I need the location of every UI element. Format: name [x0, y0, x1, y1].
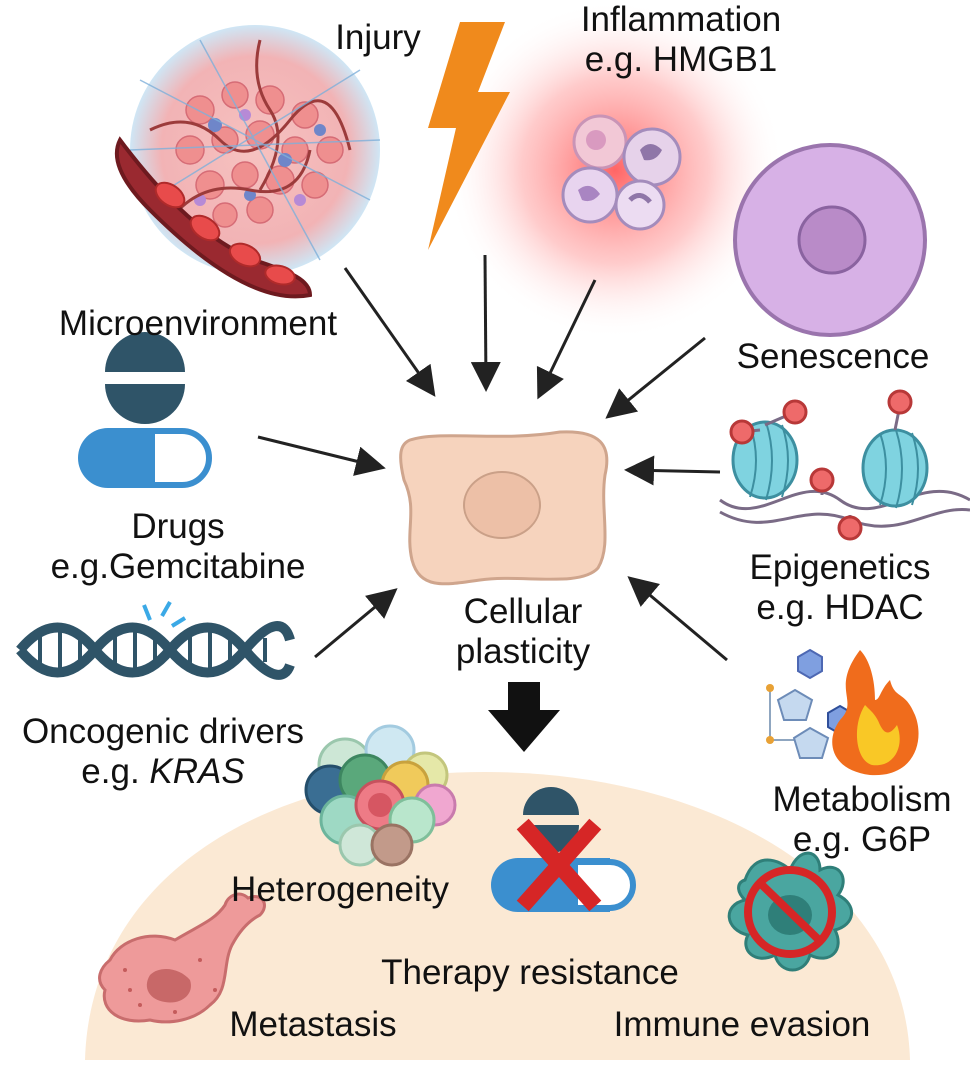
- injury-label: Injury: [335, 18, 421, 57]
- senescence-label: Senescence: [736, 337, 930, 376]
- epigenetics-label: Epigenetics e.g. HDAC: [750, 548, 931, 628]
- epigenetics-icon: [719, 389, 970, 541]
- arrow-microenvironment: [343, 267, 436, 397]
- arrow-oncogenic: [314, 588, 398, 659]
- oncogenic-prefix: e.g.: [81, 752, 150, 791]
- arrow-drugs: [257, 435, 386, 476]
- drugs-label-line1: Drugs: [131, 507, 225, 546]
- oncogenic-gene: KRAS: [149, 752, 245, 791]
- metabolism-label: Metabolism e.g. G6P: [773, 780, 952, 860]
- pill-icon: [78, 332, 212, 488]
- inflammation-glow: [445, 0, 785, 340]
- heterogeneity-cluster-icon: [304, 724, 457, 867]
- oncogenic-label-line2: e.g. KRAS: [22, 752, 304, 792]
- epigenetics-label-line1: Epigenetics: [749, 548, 931, 587]
- drugs-label: Drugs e.g.Gemcitabine: [51, 507, 306, 587]
- lightning-bolt-icon: [428, 22, 510, 250]
- heterogeneity-label: Heterogeneity: [231, 870, 449, 909]
- outcome-background: [85, 772, 910, 1060]
- cellular-plasticity-label: Cellular plasticity: [456, 592, 590, 672]
- epigenetics-label-line2: e.g. HDAC: [756, 588, 924, 627]
- therapy-resistance-label: Therapy resistance: [381, 953, 679, 992]
- oncogenic-label: Oncogenic drivers e.g. KRAS: [22, 712, 304, 792]
- inflammation-label-line2: e.g. HMGB1: [584, 40, 778, 79]
- metabolism-label-line1: Metabolism: [772, 780, 952, 819]
- senescent-cell-icon: [733, 143, 927, 337]
- outcome-arrow: [488, 682, 560, 752]
- therapy-resistance-icon: [491, 787, 636, 912]
- inflammation-label: Inflammation e.g. HMGB1: [581, 0, 781, 80]
- dna-icon: [16, 601, 295, 680]
- arrows: [257, 254, 728, 662]
- arrow-senescence: [605, 336, 706, 419]
- immune-evasion-icon: [727, 851, 853, 972]
- drugs-label-line2: e.g.Gemcitabine: [50, 547, 306, 586]
- immune-evasion-label: Immune evasion: [613, 1005, 871, 1044]
- inflammation-label-line1: Inflammation: [580, 0, 782, 39]
- oncogenic-label-line1: Oncogenic drivers: [21, 712, 305, 751]
- cellular-plasticity-line2: plasticity: [455, 632, 591, 671]
- arrow-injury: [470, 254, 501, 392]
- microenvironment-icon: [114, 25, 381, 299]
- metastatic-cell-icon: [98, 892, 266, 1024]
- metabolism-label-line2: e.g. G6P: [792, 820, 932, 859]
- arrow-inflammation: [536, 279, 597, 400]
- metastasis-label: Metastasis: [229, 1005, 397, 1044]
- arrow-metabolism: [627, 576, 728, 662]
- arrow-epigenetics: [624, 455, 721, 486]
- metabolism-icon: [766, 648, 919, 776]
- central-cell-icon: [399, 430, 609, 586]
- cellular-plasticity-line1: Cellular: [463, 592, 583, 631]
- immune-cells-icon: [561, 114, 682, 231]
- microenvironment-label: Microenvironment: [58, 304, 338, 343]
